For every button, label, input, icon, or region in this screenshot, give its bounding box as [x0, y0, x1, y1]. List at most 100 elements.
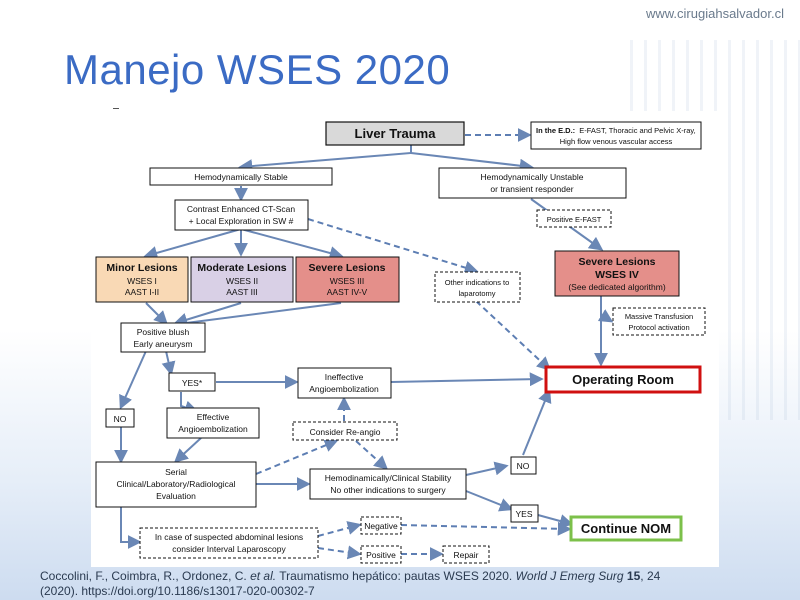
node-yes-star: YES* — [168, 372, 216, 392]
node-positive: Positive — [360, 545, 402, 564]
massive-transfusion-label-2: Protocol activation — [628, 323, 689, 332]
reangio-label: Consider Re-angio — [310, 427, 381, 437]
site-url: www.cirugiahsalvador.cl — [645, 6, 784, 21]
minor-lesions-title: Minor Lesions — [106, 262, 177, 274]
ct-label-1: Contrast Enhanced CT-Scan — [187, 204, 295, 214]
operating-room-label: Operating Room — [572, 372, 674, 387]
arrow-effective-to-serial — [173, 437, 202, 463]
serial-label-3: Evaluation — [156, 491, 196, 501]
arrow-blush-to-no — [119, 350, 147, 410]
arrow-liver-to-unstable — [410, 152, 534, 173]
node-continue-nom: Continue NOM — [569, 515, 683, 542]
ed-label-line2: High flow venous vascular access — [560, 137, 673, 146]
severe4-title: Severe Lesions — [578, 256, 655, 268]
other-indications-label-1: Other indications to — [445, 278, 510, 287]
dashed-reangio-to-stability — [355, 440, 389, 470]
arrow-minor-to-blush — [145, 302, 168, 325]
no-right-label: NO — [517, 461, 530, 471]
citation-doi: (2020). https://doi.org/10.1186/s13017-0… — [40, 584, 315, 598]
moderate-lesions-title: Moderate Lesions — [197, 262, 286, 274]
severe4-wses: WSES IV — [595, 269, 639, 281]
node-liver-trauma: Liver Trauma — [325, 121, 465, 146]
node-moderate-lesions: Moderate Lesions WSES II AAST III — [190, 256, 294, 303]
suspected-label-2: consider Interval Laparoscopy — [172, 544, 286, 554]
node-hemo-unstable: Hemodynamically Unstable or transient re… — [438, 167, 627, 199]
liver-trauma-label: Liver Trauma — [355, 126, 437, 141]
node-effective: Effective Angioembolization — [166, 407, 260, 439]
dashed-negative-to-nom — [400, 521, 572, 536]
effective-label-2: Angioembolization — [178, 424, 248, 434]
other-indications-label-2: laparotomy — [458, 289, 495, 298]
node-yes-right: YES — [510, 504, 539, 523]
citation-volume: 15 — [623, 569, 641, 583]
arrow-no-to-or — [522, 388, 552, 456]
arrow-moderate-to-blush — [173, 302, 242, 327]
yes-star-label: YES* — [182, 378, 203, 388]
node-severe-wses4: Severe Lesions WSES IV (See dedicated al… — [554, 250, 680, 297]
ed-label-bold: In the E.D.: — [536, 126, 575, 135]
positive-efast-label: Positive E-FAST — [547, 215, 602, 224]
citation: Coccolini, F., Coimbra, R., Ordonez, C. … — [40, 569, 720, 599]
arrow-yes-to-nom — [537, 514, 574, 528]
node-suspected-lesions: In case of suspected abdominal lesions c… — [139, 527, 319, 559]
severe-lesions-aast: AAST IV-V — [327, 287, 368, 297]
ed-label-line1: E-FAST, Thoracic and Pelvic X-ray, — [579, 126, 695, 135]
severe-lesions-title: Severe Lesions — [308, 262, 385, 274]
arrow-ct-to-minor — [143, 228, 242, 260]
suspected-label-1: In case of suspected abdominal lesions — [155, 532, 303, 542]
massive-transfusion-label-1: Massive Transfusion — [625, 312, 693, 321]
decorative-dash — [113, 108, 119, 109]
serial-label-2: Clinical/Laboratory/Radiological — [116, 479, 235, 489]
arrow-serial-to-suspected — [120, 507, 142, 549]
node-positive-efast: Positive E-FAST — [536, 209, 612, 228]
repair-label: Repair — [453, 550, 478, 560]
positive-label: Positive — [366, 550, 396, 560]
dashed-other-to-or — [475, 300, 552, 371]
arrow-liver-to-stable — [238, 144, 412, 174]
negative-label: Negative — [364, 521, 398, 531]
severe4-note: (See dedicated algorithm) — [568, 282, 666, 292]
node-other-indications: Other indications to laparotomy — [434, 271, 521, 303]
effective-label-1: Effective — [197, 412, 230, 422]
node-severe-lesions: Severe Lesions WSES III AAST IV-V — [295, 256, 400, 303]
minor-lesions-wses: WSES I — [127, 276, 157, 286]
citation-authors: Coccolini, F., Coimbra, R., Ordonez, C. — [40, 569, 251, 583]
flowchart-svg: Liver Trauma In the E.D.: E-FAST, Thorac… — [95, 121, 706, 564]
no-left-label: NO — [114, 414, 127, 424]
node-ed-workup: In the E.D.: E-FAST, Thoracic and Pelvic… — [530, 121, 702, 150]
hemo-unstable-label-2: or transient responder — [490, 184, 573, 194]
citation-pages: , 24 — [640, 569, 661, 583]
serial-label-1: Serial — [165, 467, 187, 477]
severe-lesions-wses: WSES III — [330, 276, 364, 286]
node-stability: Hemodinamically/Clinical Stability No ot… — [309, 468, 467, 500]
hemo-unstable-label-1: Hemodynamically Unstable — [481, 172, 584, 182]
stability-label-2: No other indications to surgery — [330, 485, 446, 495]
arrow-stability-to-no — [465, 461, 509, 476]
node-ct-scan: Contrast Enhanced CT-Scan + Local Explor… — [174, 199, 309, 231]
moderate-lesions-wses: WSES II — [226, 276, 258, 286]
arrow-blush-to-yes — [161, 350, 176, 376]
wses-flowchart: Liver Trauma In the E.D.: E-FAST, Thorac… — [91, 111, 719, 567]
citation-journal: World J Emerg Surg — [515, 569, 624, 583]
node-positive-blush: Positive blush Early aneurysm — [120, 322, 206, 353]
node-no-right: NO — [510, 456, 537, 475]
slide-title: Manejo WSES 2020 — [64, 46, 451, 93]
stability-label-1: Hemodinamically/Clinical Stability — [325, 473, 452, 483]
svg-text:In the E.D.: E-FAST, Tho: In the E.D.: E-FAST, Thoracic and Pelvic… — [536, 126, 696, 135]
arrow-ct-to-severe — [240, 228, 344, 260]
citation-et-al: et al. — [250, 569, 277, 583]
dashed-severe4-to-massive — [597, 309, 614, 323]
dashed-connectors — [255, 128, 614, 561]
citation-title: Traumatismo hepático: pautas WSES 2020. — [276, 569, 516, 583]
arrow-stability-to-yes — [465, 490, 514, 512]
arrow-severe-to-blush — [185, 302, 342, 324]
node-ineffective: Ineffective Angioembolization — [297, 367, 392, 399]
dashed-serial-to-reangio — [255, 438, 339, 475]
node-minor-lesions: Minor Lesions WSES I AAST I-II — [95, 256, 189, 303]
node-no-left: NO — [105, 408, 135, 428]
node-operating-room: Operating Room — [544, 365, 702, 394]
dashed-suspected-to-negative — [317, 521, 362, 537]
yes-right-label: YES — [515, 509, 532, 519]
node-serial-evaluation: Serial Clinical/Laboratory/Radiological … — [95, 461, 257, 508]
node-hemo-stable: Hemodynamically Stable — [149, 167, 333, 186]
